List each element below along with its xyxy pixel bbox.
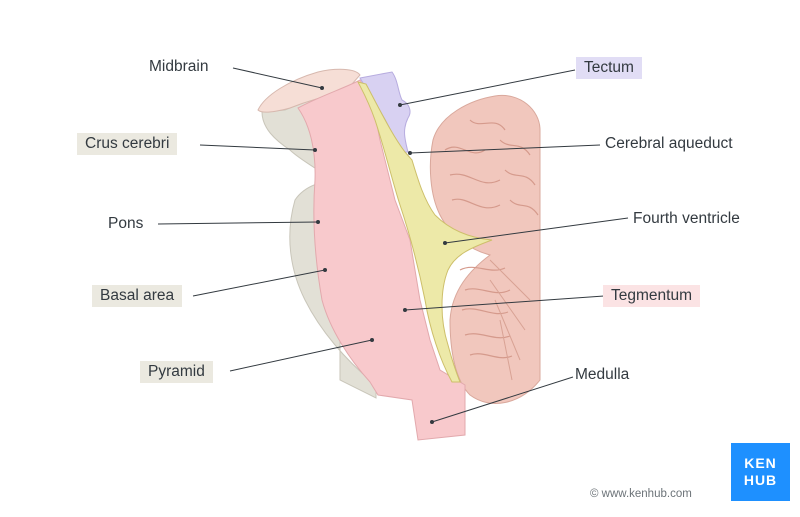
label-midbrain: Midbrain — [149, 58, 209, 75]
midbrain-cap — [257, 68, 361, 113]
label-fourth-ventricle: Fourth ventricle — [633, 210, 740, 227]
logo-text-line1: KEN — [744, 455, 777, 471]
copyright-credit: © www.kenhub.com — [590, 488, 692, 500]
label-crus-cerebri: Crus cerebri — [77, 133, 178, 155]
label-pons: Pons — [108, 215, 144, 232]
leader-lines — [157, 67, 629, 423]
ventricle-system — [357, 81, 493, 383]
kenhub-logo: KEN HUB — [731, 443, 790, 501]
label-tegmentum: Tegmentum — [603, 285, 700, 307]
logo-text-line2: HUB — [743, 472, 778, 488]
label-cerebral-aqueduct: Cerebral aqueduct — [605, 135, 733, 152]
leader-dots — [313, 86, 447, 424]
label-medulla: Medulla — [575, 366, 630, 383]
label-basal-area: Basal area — [92, 285, 183, 307]
label-pyramid: Pyramid — [140, 361, 213, 383]
tegmentum-region — [297, 79, 466, 441]
label-tectum: Tectum — [576, 57, 642, 79]
